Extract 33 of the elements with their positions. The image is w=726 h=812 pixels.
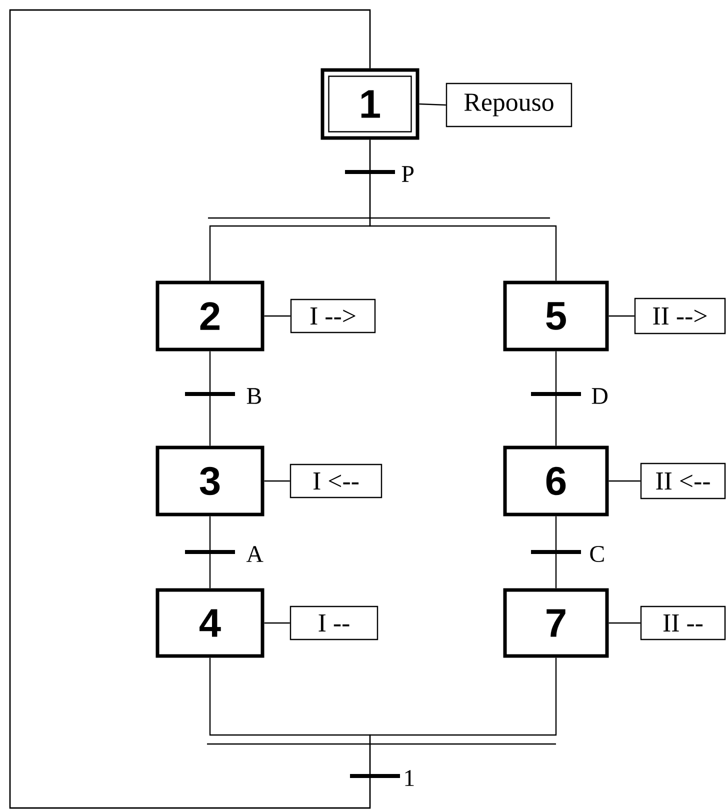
connector-line: [608, 622, 640, 624]
action-box: II --: [640, 606, 726, 640]
transition-label: C: [588, 544, 606, 564]
step-box: 5: [503, 280, 609, 352]
action-box: I <--: [290, 464, 382, 498]
connector-line: [555, 351, 557, 446]
connector-line: [264, 480, 290, 482]
connector-line: [608, 480, 640, 482]
connector-line: [555, 516, 557, 588]
action-box: I -->: [290, 298, 376, 334]
connector-line: [608, 315, 634, 317]
step-box: 4: [156, 588, 264, 658]
connector-line: [419, 103, 446, 106]
step-box: 7: [503, 588, 609, 658]
connector-line: [209, 516, 211, 588]
connector-line: [264, 315, 290, 317]
action-box: I --: [290, 606, 378, 640]
initial-step-box: 1: [320, 68, 420, 140]
transition-label: 1: [402, 769, 416, 787]
action-box: Repouso: [446, 82, 572, 128]
connector-line: [264, 622, 290, 624]
transition-label: B: [245, 387, 264, 405]
transition-label: D: [590, 387, 610, 405]
step-box: 6: [503, 446, 609, 516]
connector-line: [369, 140, 557, 281]
transition-label: A: [245, 545, 264, 563]
action-box: II <--: [640, 462, 726, 500]
connector-line: [9, 9, 557, 809]
connector-line: [209, 351, 211, 446]
transition-label: P: [400, 165, 416, 183]
step-box: 2: [156, 280, 264, 352]
step-box: 3: [156, 446, 264, 516]
action-box: II -->: [634, 298, 726, 334]
